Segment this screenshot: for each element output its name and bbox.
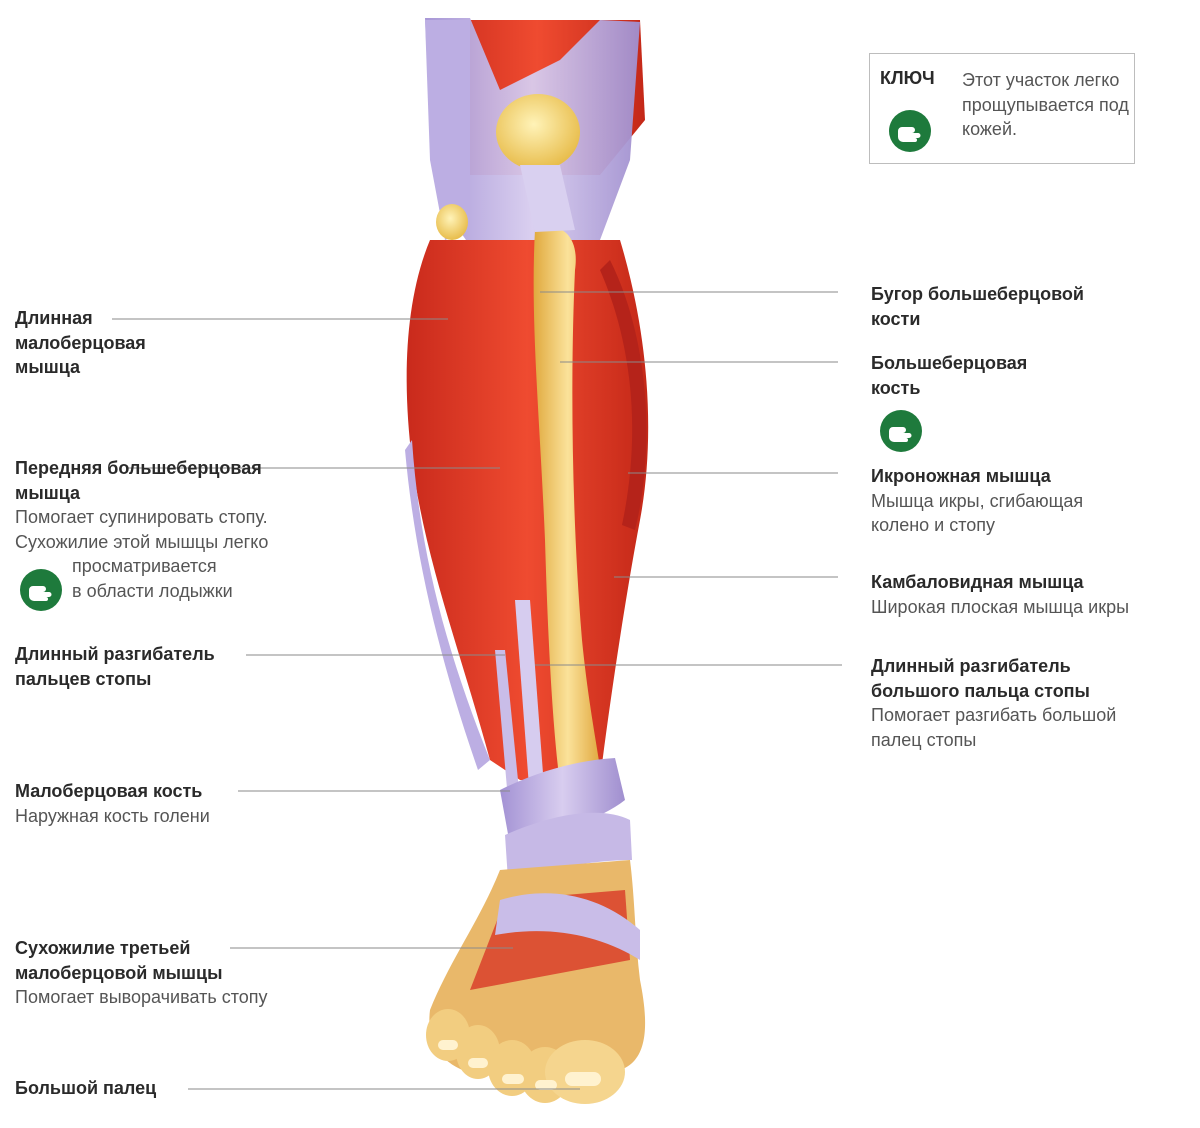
label-tibialis-anterior: Передняя большеберцовая мышца Помогает с… — [15, 456, 315, 603]
shin-tendon — [495, 650, 520, 800]
label-desc: Широкая плоская мышца икры — [871, 596, 1130, 617]
label-title: Большой палец — [15, 1078, 157, 1098]
label-desc: Помогает разгибать большой палец стопы — [871, 705, 1117, 750]
pointing-hand-icon — [880, 410, 922, 452]
label-title: Большеберцовая кость — [871, 353, 1028, 398]
lateral-fascia — [405, 440, 490, 770]
patellar-tendon — [520, 165, 575, 232]
label-title: Сухожилие третьей малоберцовой мышцы — [15, 938, 223, 983]
ankle-retinaculum — [500, 758, 625, 845]
label-tibial-tuberosity: Бугор большеберцовой кости — [871, 282, 1121, 331]
toenail — [502, 1074, 524, 1084]
label-big-toe: Большой палец — [15, 1076, 195, 1101]
fibula-head — [436, 204, 468, 240]
toenail — [535, 1080, 557, 1090]
label-desc: в области лодыжки — [72, 580, 233, 601]
label-peroneus-tertius: Сухожилие третьей малоберцовой мышцы Пом… — [15, 936, 305, 1010]
label-title: Передняя большеберцовая мышца — [15, 458, 262, 503]
patella — [496, 94, 580, 170]
key-text: Этот участок легко прощупывается под кож… — [962, 70, 1129, 139]
lower-leg-muscles — [406, 240, 649, 780]
label-peroneus-longus: Длинная малоберцовая мышца — [15, 306, 185, 380]
iliotibial-band — [425, 20, 470, 240]
toenail — [438, 1040, 458, 1050]
label-title: Длинный разгибатель большого пальца стоп… — [871, 656, 1090, 701]
label-title: Длинная малоберцовая мышца — [15, 308, 146, 377]
toenail — [468, 1058, 488, 1068]
label-title: Малоберцовая кость — [15, 781, 203, 801]
label-desc: Мышца икры, сгибающая колено и стопу — [871, 490, 1084, 536]
gastrocnemius-edge — [600, 260, 647, 530]
label-desc: Помогает выворачивать стопу — [15, 987, 268, 1007]
label-title: Камбаловидная мышца — [871, 572, 1084, 592]
tibia-bone — [533, 226, 602, 786]
label-soleus: Камбаловидная мышца Широкая плоская мышц… — [871, 570, 1181, 619]
label-title: Длинный разгибатель пальцев стопы — [15, 644, 215, 689]
foot-retinaculum — [495, 893, 640, 960]
label-title: Бугор большеберцовой кости — [871, 284, 1084, 329]
key-title: КЛЮЧ — [880, 68, 935, 88]
label-desc: Помогает супинировать стопу. — [15, 507, 268, 527]
label-fibula: Малоберцовая кость Наружная кость голени — [15, 779, 275, 828]
pointing-hand-icon — [889, 110, 931, 152]
key-legend: КЛЮЧ Этот участок легко прощупывается по… — [869, 53, 1135, 164]
label-title: Икроножная мышца — [871, 466, 1051, 486]
label-ext-hallucis: Длинный разгибатель большого пальца стоп… — [871, 654, 1161, 752]
label-desc: Наружная кость голени — [15, 805, 210, 826]
label-ext-digitorum: Длинный разгибатель пальцев стопы — [15, 642, 255, 691]
shin-tendon — [515, 600, 545, 800]
label-desc: Сухожилие этой мышцы легко — [15, 531, 269, 552]
label-gastrocnemius: Икроножная мышца Мышца икры, сгибающая к… — [871, 464, 1141, 538]
pointing-hand-icon — [20, 569, 62, 611]
label-desc: просматривается — [72, 556, 217, 576]
label-tibia: Большеберцовая кость — [871, 351, 1071, 400]
ankle-retinaculum — [505, 812, 632, 880]
toenail — [565, 1072, 601, 1086]
